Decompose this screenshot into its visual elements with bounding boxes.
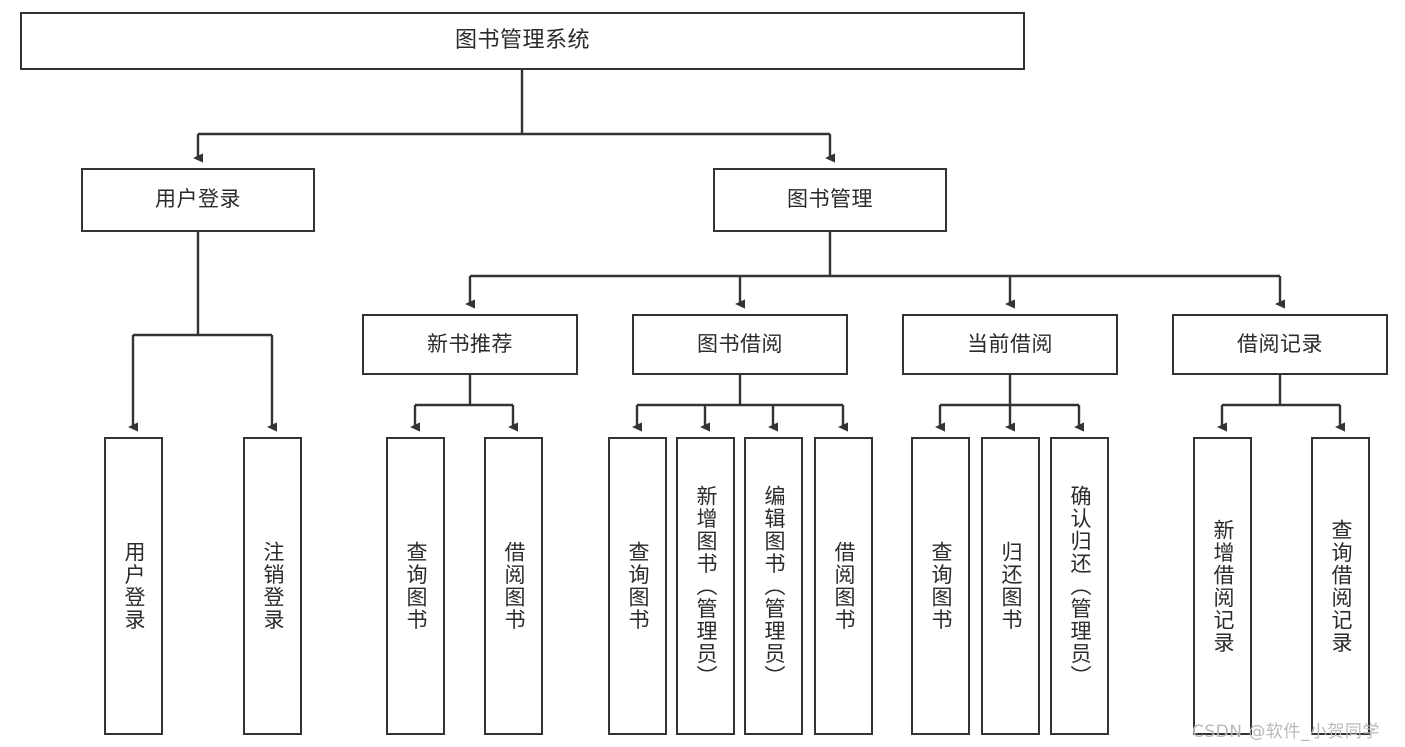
node-label: 查询借阅记录	[1328, 518, 1353, 654]
node-label: 新增借阅记录	[1210, 518, 1235, 654]
node-label: 编辑图书（管理员）	[761, 484, 786, 688]
node-label: 图书借阅	[697, 331, 783, 356]
node-book-borrow[interactable]: 图书借阅	[632, 314, 848, 375]
leaf-edit-book-admin[interactable]: 编辑图书（管理员）	[744, 437, 803, 735]
leaf-query-book-recommend[interactable]: 查询图书	[386, 437, 445, 735]
node-label: 用户登录	[121, 541, 146, 631]
leaf-user-login[interactable]: 用户登录	[104, 437, 163, 735]
node-label: 查询图书	[625, 541, 650, 631]
node-label: 注销登录	[260, 541, 285, 631]
leaf-logout-login[interactable]: 注销登录	[243, 437, 302, 735]
node-borrow-record[interactable]: 借阅记录	[1172, 314, 1388, 375]
csdn-watermark: CSDN @软件_小贺同学	[1192, 722, 1380, 742]
node-label: 借阅图书	[501, 541, 526, 631]
node-root-book-management-system[interactable]: 图书管理系统	[20, 12, 1025, 70]
leaf-query-book-current[interactable]: 查询图书	[911, 437, 970, 735]
node-label: 新增图书（管理员）	[693, 484, 718, 688]
node-label: 查询图书	[928, 541, 953, 631]
leaf-return-book[interactable]: 归还图书	[981, 437, 1040, 735]
node-label: 用户登录	[155, 187, 241, 212]
node-current-borrow[interactable]: 当前借阅	[902, 314, 1118, 375]
node-label: 新书推荐	[427, 331, 513, 356]
leaf-borrow-book[interactable]: 借阅图书	[814, 437, 873, 735]
leaf-add-book-admin[interactable]: 新增图书（管理员）	[676, 437, 735, 735]
node-book-management[interactable]: 图书管理	[713, 168, 947, 232]
node-label: 借阅记录	[1237, 331, 1323, 356]
leaf-add-borrow-record[interactable]: 新增借阅记录	[1193, 437, 1252, 735]
node-label: 归还图书	[998, 541, 1023, 631]
node-user-login[interactable]: 用户登录	[81, 168, 315, 232]
node-label: 图书管理系统	[454, 27, 590, 53]
node-label: 图书管理	[787, 187, 873, 212]
node-label: 查询图书	[403, 541, 428, 631]
node-label: 借阅图书	[831, 541, 856, 631]
node-label: 确认归还（管理员）	[1067, 484, 1092, 688]
node-label: 当前借阅	[967, 331, 1053, 356]
node-new-book-recommend[interactable]: 新书推荐	[362, 314, 578, 375]
leaf-borrow-book-recommend[interactable]: 借阅图书	[484, 437, 543, 735]
leaf-query-borrow-record[interactable]: 查询借阅记录	[1311, 437, 1370, 735]
leaf-query-book-borrow[interactable]: 查询图书	[608, 437, 667, 735]
leaf-confirm-return-admin[interactable]: 确认归还（管理员）	[1050, 437, 1109, 735]
